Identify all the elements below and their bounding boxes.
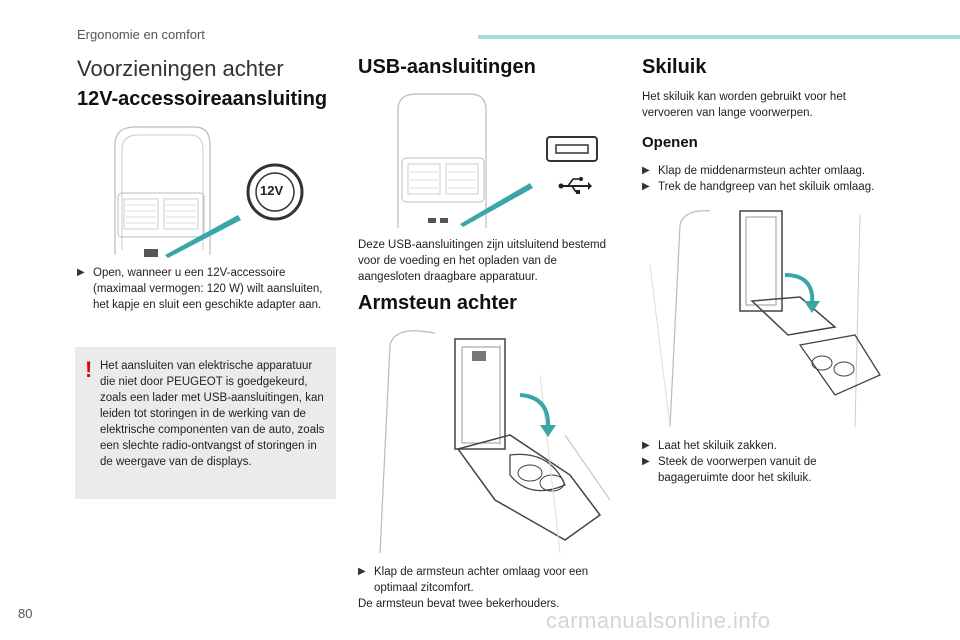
page-number: 80 <box>18 606 33 621</box>
page-title: Voorzieningen achter <box>77 56 284 81</box>
heading-ski-hatch: Skiluik <box>642 56 707 78</box>
bullet-text: Open, wanneer u een 12V-accessoire (maxi… <box>93 267 323 311</box>
bullet-marker-icon: ▶ <box>642 456 650 467</box>
bullet-text: Steek de voorwerpen vanuit de bagageruim… <box>658 456 817 484</box>
watermark: carmanualsonline.info <box>546 608 771 633</box>
bullet-text: Klap de armsteun achter omlaag voor een … <box>374 566 589 594</box>
heading-12v-socket: 12V-accessoireaansluiting <box>77 88 328 110</box>
bullet-text: Klap de middenarmsteun achter omlaag. <box>658 165 866 177</box>
lower-step-2: ▶ Steek de voorwerpen vanuit de bagageru… <box>642 454 862 486</box>
bullet-text: Trek de handgreep van het skiluik omlaag… <box>658 181 875 193</box>
section-header: Ergonomie en comfort <box>77 27 205 42</box>
open-step-2: ▶ Trek de handgreep van het skiluik omla… <box>642 179 892 195</box>
bullet-12v-instruction: ▶ Open, wanneer u een 12V-accessoire (ma… <box>77 265 339 313</box>
bullet-armrest-instruction: ▶ Klap de armsteun achter omlaag voor ee… <box>358 564 616 596</box>
heading-open: Openen <box>642 134 698 151</box>
ski-hatch-description: Het skiluik kan worden gebruikt voor het… <box>642 91 846 119</box>
bullet-marker-icon: ▶ <box>358 566 366 577</box>
heading-armrest: Armsteun achter <box>358 292 517 314</box>
armrest-description: De armsteun bevat twee bekerhouders. <box>358 598 560 610</box>
bullet-marker-icon: ▶ <box>642 181 650 192</box>
lower-step-1: ▶ Laat het skiluik zakken. <box>642 438 892 454</box>
socket-12v-label: 12V <box>260 183 284 198</box>
bullet-text: Laat het skiluik zakken. <box>658 440 777 452</box>
usb-description: Deze USB-aansluitingen zijn uitsluitend … <box>358 239 607 283</box>
bullet-marker-icon: ▶ <box>642 165 650 176</box>
illustration-ski-hatch <box>649 210 881 428</box>
usb-icon <box>558 177 592 194</box>
illustration-12v-socket <box>114 126 304 258</box>
warning-icon: ! <box>85 357 93 382</box>
bullet-marker-icon: ▶ <box>77 267 85 278</box>
illustration-usb <box>397 93 598 228</box>
illustration-armrest <box>379 330 611 554</box>
warning-text: Het aansluiten van elektrische apparatuu… <box>100 360 325 468</box>
bullet-marker-icon: ▶ <box>642 440 650 451</box>
open-step-1: ▶ Klap de middenarmsteun achter omlaag. <box>642 163 892 179</box>
heading-usb: USB-aansluitingen <box>358 56 536 78</box>
header-accent-bar <box>478 35 960 39</box>
warning-box: ! Het aansluiten van elektrische apparat… <box>75 347 336 499</box>
